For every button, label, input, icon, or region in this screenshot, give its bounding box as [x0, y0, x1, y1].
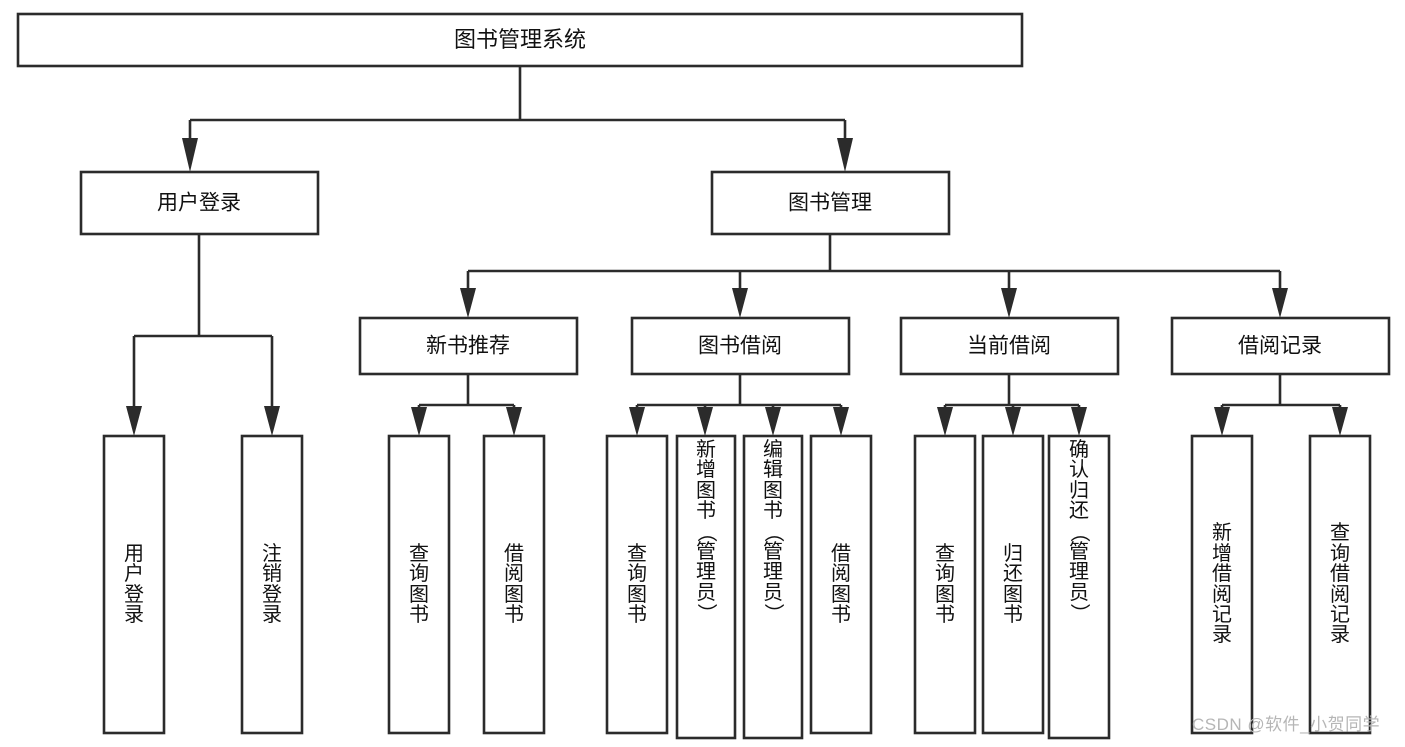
node-borrow-record[interactable]: 借阅记录 [1170, 316, 1391, 376]
leaf-box-user-login[interactable] [102, 434, 166, 735]
user-login-label: 用户登录 [157, 192, 241, 215]
leaf-box-query-book-1[interactable] [387, 434, 451, 735]
node-book-manage[interactable]: 图书管理 [710, 170, 951, 236]
node-new-book-rec[interactable]: 新书推荐 [358, 316, 579, 376]
new-book-rec-label: 新书推荐 [426, 335, 510, 358]
arrow-to-new-book-rec [460, 288, 476, 318]
leaf-box-borrow-book-1[interactable] [482, 434, 546, 735]
arrow-to-leaf-query-record [1332, 407, 1348, 436]
node-current-borrow[interactable]: 当前借阅 [899, 316, 1120, 376]
current-borrow-box[interactable] [899, 316, 1120, 376]
arrow-to-leaf-query-book-2 [629, 407, 645, 436]
arrow-to-borrow-record [1272, 288, 1288, 318]
current-borrow-label: 当前借阅 [967, 335, 1051, 358]
borrow-record-box[interactable] [1170, 316, 1391, 376]
leaf-box-return-book[interactable] [981, 434, 1045, 735]
connector-borrow-record-to-leaves [1214, 374, 1348, 436]
arrow-to-book-borrow [732, 288, 748, 318]
leaf-box-logout-login[interactable] [240, 434, 304, 735]
leaf-box-confirm-return[interactable] [1047, 434, 1111, 740]
connector-current-borrow-to-leaves [937, 374, 1087, 436]
leaf-box-query-book-3[interactable] [913, 434, 977, 735]
node-root[interactable]: 图书管理系统 [16, 12, 1024, 68]
leaf-box-add-book[interactable] [675, 434, 737, 740]
node-user-login[interactable]: 用户登录 [79, 170, 320, 236]
arrow-to-leaf-add-record [1214, 407, 1230, 436]
arrow-to-current-borrow [1001, 288, 1017, 318]
book-borrow-box[interactable] [630, 316, 851, 376]
connector-user-login-to-leaves [126, 234, 280, 436]
book-borrow-label: 图书借阅 [698, 335, 782, 358]
leaf-box-query-book-2[interactable] [605, 434, 669, 735]
root-box[interactable] [16, 12, 1024, 68]
leaf-box-borrow-book-2[interactable] [809, 434, 873, 735]
leaf-boxes-group [102, 434, 1372, 740]
arrow-to-leaf-user-login [126, 406, 142, 436]
arrow-to-leaf-return-book [1005, 407, 1021, 436]
arrow-to-leaf-edit-book [765, 407, 781, 436]
arrow-to-leaf-borrow-book-2 [833, 407, 849, 436]
arrow-to-book-manage [837, 138, 853, 172]
book-manage-label: 图书管理 [788, 192, 872, 215]
new-book-rec-box[interactable] [358, 316, 579, 376]
connector-root-to-level2 [182, 66, 853, 172]
leaf-box-add-record[interactable] [1190, 434, 1254, 735]
leaf-box-edit-book[interactable] [742, 434, 804, 740]
arrow-to-leaf-query-book-3 [937, 407, 953, 436]
arrow-to-user-login [182, 138, 198, 172]
arrow-to-leaf-logout-login [264, 406, 280, 436]
root-label: 图书管理系统 [454, 27, 586, 52]
arrow-to-leaf-query-book-1 [411, 407, 427, 436]
arrow-to-leaf-add-book [697, 407, 713, 436]
connector-book-borrow-to-leaves [629, 374, 849, 436]
arrow-to-leaf-borrow-book-1 [506, 407, 522, 436]
arrow-to-leaf-confirm-return [1071, 407, 1087, 436]
connector-book-manage-to-level3 [460, 234, 1288, 318]
connector-new-book-rec-to-leaves [411, 374, 522, 436]
book-manage-box[interactable] [710, 170, 951, 236]
leaf-box-query-record[interactable] [1308, 434, 1372, 735]
borrow-record-label: 借阅记录 [1238, 335, 1322, 358]
node-book-borrow[interactable]: 图书借阅 [630, 316, 851, 376]
